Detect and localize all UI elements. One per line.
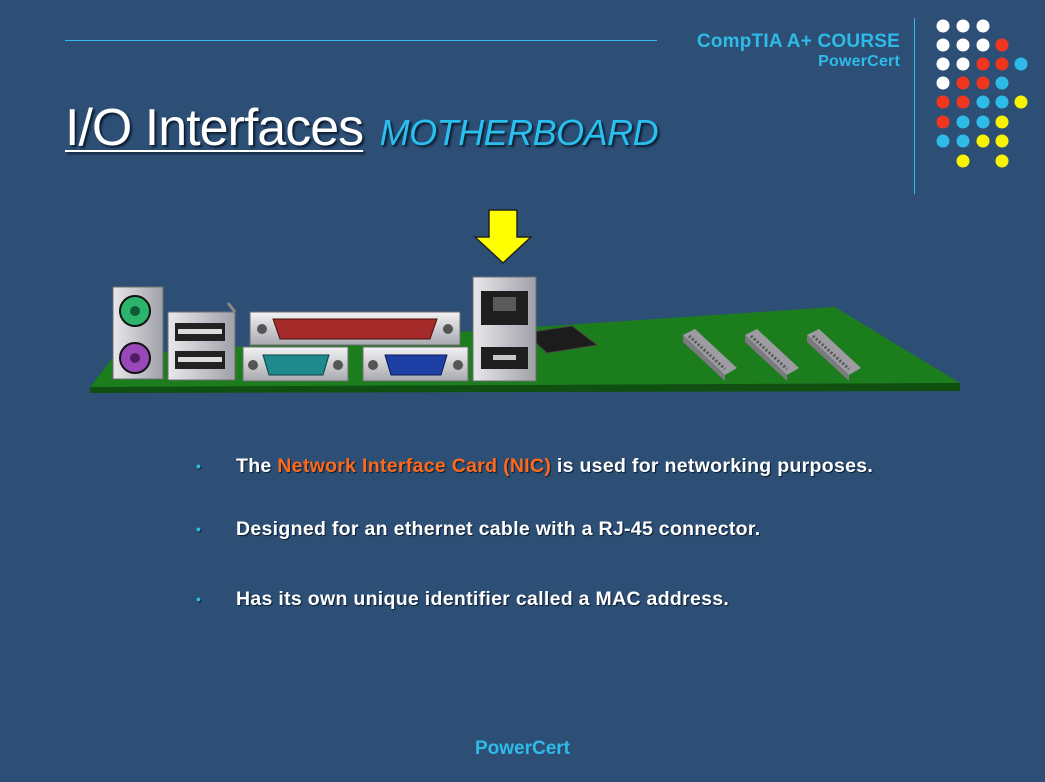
dot-row-2: [936, 38, 1009, 52]
chip: [523, 325, 599, 354]
vertical-rule: [914, 18, 915, 194]
expansion-slots: [683, 329, 861, 381]
bullet-rj45: • Designed for an ethernet cable with a R…: [196, 515, 896, 543]
ps2-ports: [112, 286, 164, 380]
bullet-marker: •: [196, 591, 202, 607]
usb-ports: [167, 302, 237, 381]
bullet-marker: •: [196, 458, 202, 474]
dot-row-6: [936, 115, 1009, 129]
dot-row-3: [936, 57, 1028, 71]
dot-row-4: [936, 76, 1009, 90]
title-sub: MOTHERBOARD: [379, 112, 659, 153]
bullet-text: Designed for an ethernet cable with a RJ…: [236, 518, 761, 540]
network-port-block: [472, 276, 537, 382]
bullet-nic: • The Network Interface Card (NIC) is use…: [196, 452, 896, 480]
down-arrow-icon: [473, 209, 533, 265]
header-rule: [65, 40, 657, 41]
dot-row-7: [936, 134, 1009, 148]
serial-port: [242, 346, 349, 382]
bullet-text: Has its own unique identifier called a M…: [236, 588, 730, 610]
motherboard-io-illustration: [90, 209, 960, 393]
nic-highlight: Network Interface Card (NIC): [277, 455, 552, 477]
bullet-marker: •: [196, 521, 202, 537]
title-main: I/O Interfaces: [65, 99, 364, 157]
decorative-dot-grid: [936, 19, 1028, 168]
expansion-slot: [683, 329, 737, 381]
vga-port: [362, 346, 469, 382]
footer-brand: PowerCert: [474, 738, 571, 759]
bullet-prefix: The: [236, 455, 278, 477]
course-brand: PowerCert: [818, 53, 900, 70]
expansion-slot: [807, 329, 861, 381]
course-title: CompTIA A+ COURSE: [696, 31, 900, 52]
parallel-port: [249, 311, 461, 346]
expansion-slot: [745, 329, 799, 381]
dot-row-5: [936, 95, 1028, 109]
bullet-suffix: is used for networking purposes.: [551, 455, 874, 477]
dot-row-8: [956, 154, 1009, 168]
dot-row-1: [936, 19, 990, 33]
course-label: CompTIA A+ COURSE PowerCert: [697, 31, 900, 72]
slide-title: I/O Interfaces MOTHERBOARD: [65, 98, 659, 168]
bullet-mac: • Has its own unique identifier called a …: [196, 585, 896, 613]
bullet-list: • The Network Interface Card (NIC) is use…: [196, 452, 896, 613]
